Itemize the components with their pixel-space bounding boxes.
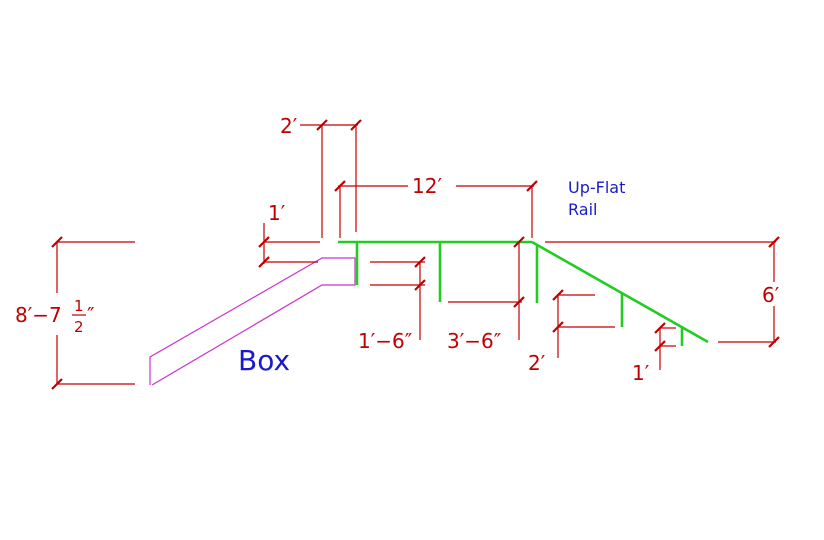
box-label: Box bbox=[238, 344, 290, 377]
dim-label-box-height: 8′−7 bbox=[15, 303, 62, 327]
box-shape bbox=[149, 257, 356, 386]
dim-label-rail-length: 12′ bbox=[412, 174, 442, 198]
dim-box-height: 8′−7 1 2 ″ bbox=[15, 236, 135, 390]
box-outline bbox=[149, 257, 356, 386]
dim-post-spacing-b: 3′−6″ bbox=[447, 236, 525, 353]
dim-rail-length: 12′ bbox=[334, 174, 538, 238]
dim-label-box-height-inch: ″ bbox=[87, 303, 94, 327]
dim-rail-drop: 6′ bbox=[545, 236, 780, 348]
dim-label-box-height-num: 1 bbox=[74, 297, 84, 315]
up-flat-rail bbox=[338, 240, 709, 346]
dim-label-post-height-a: 2′ bbox=[528, 351, 546, 375]
dim-label-post-spacing-b: 3′−6″ bbox=[447, 329, 501, 353]
dim-label-top-width: 2′ bbox=[280, 114, 298, 138]
dim-post-height-a: 2′ bbox=[528, 289, 615, 375]
dim-label-post-height-b: 1′ bbox=[632, 361, 650, 385]
dim-label-box-height-den: 2 bbox=[74, 318, 84, 336]
dim-post-spacing-a: 1′−6″ bbox=[358, 256, 426, 353]
rail-down-slope bbox=[531, 240, 709, 344]
dim-top-width: 2′ bbox=[280, 114, 362, 238]
up-flat-rail-label-line1: Up-Flat bbox=[568, 178, 625, 197]
up-flat-rail-label-line2: Rail bbox=[568, 200, 597, 219]
dim-label-post-spacing-a: 1′−6″ bbox=[358, 329, 412, 353]
dim-label-box-step: 1′ bbox=[268, 201, 286, 225]
dim-post-height-b: 1′ bbox=[632, 322, 676, 385]
dim-label-rail-drop: 6′ bbox=[762, 283, 780, 307]
dim-box-step: 1′ bbox=[258, 201, 320, 268]
